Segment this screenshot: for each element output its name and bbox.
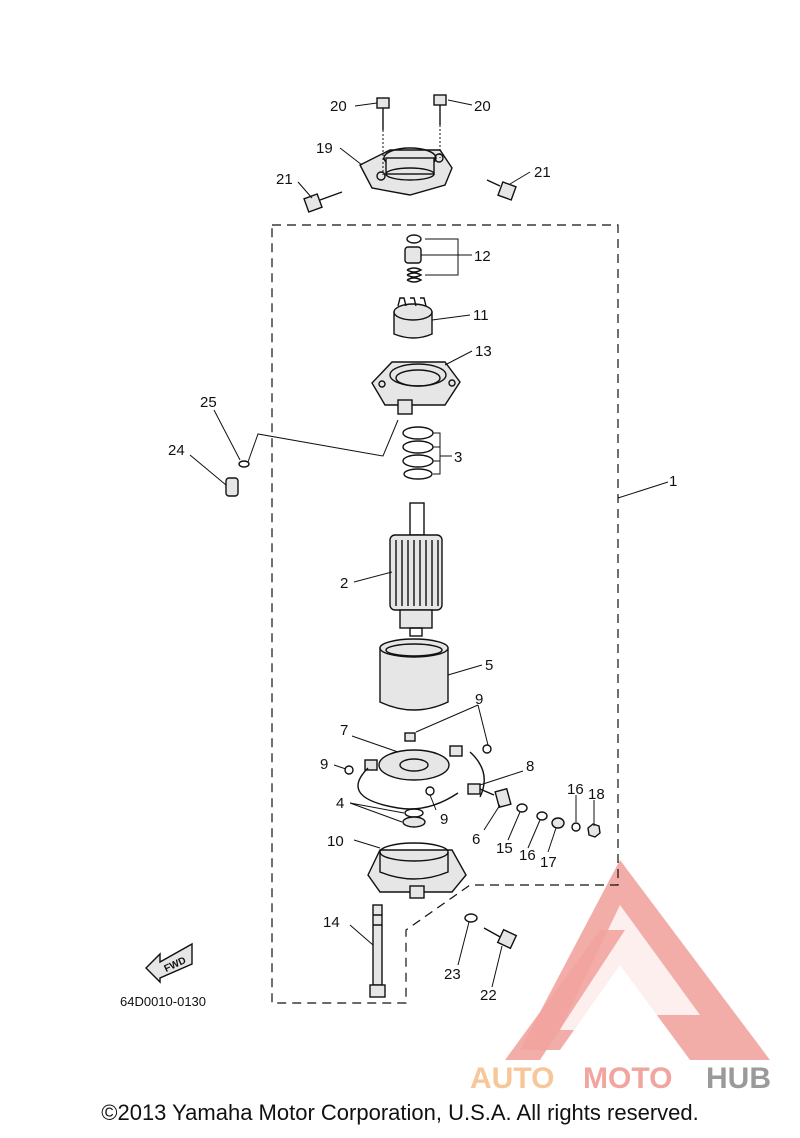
- callout-16: 16: [519, 847, 536, 864]
- bolt-20-right: [433, 94, 447, 125]
- callout-23: 23: [444, 966, 461, 983]
- part-12-stop-ring-set: [404, 234, 423, 283]
- callout-20: 20: [330, 98, 347, 115]
- logo-text-auto: AUTO: [470, 1062, 554, 1095]
- leader-lines: [189, 99, 669, 988]
- part-4-washer-set: [402, 808, 426, 828]
- callout-9: 9: [475, 691, 483, 708]
- callout-15: 15: [496, 840, 513, 857]
- top-bracket: [359, 147, 453, 196]
- callout-2: 2: [340, 575, 348, 592]
- logo-text-moto: MOTO: [583, 1062, 672, 1095]
- callout-24: 24: [168, 442, 185, 459]
- part-25-washer: [238, 460, 250, 468]
- callout-5: 5: [485, 657, 493, 674]
- part-24-screw: [225, 477, 239, 497]
- callout-16: 16: [567, 781, 584, 798]
- bolt-21-right: [486, 179, 517, 201]
- callout-25: 25: [200, 394, 217, 411]
- part-13-front-bracket: [371, 361, 461, 415]
- part-15-washer: [516, 803, 528, 813]
- callout-18: 18: [588, 786, 605, 803]
- callout-9: 9: [440, 811, 448, 828]
- callout-20: 20: [474, 98, 491, 115]
- callout-8: 8: [526, 758, 534, 775]
- part-3-washer-stack: [402, 426, 434, 480]
- logo-text-hub: HUB: [706, 1062, 771, 1095]
- copyright-notice: ©2013 Yamaha Motor Corporation, U.S.A. A…: [101, 1100, 699, 1125]
- part-8-terminal-bolt: [467, 783, 495, 796]
- callout-1: 1: [669, 473, 677, 490]
- part-23-washer: [464, 913, 478, 923]
- callout-12: 12: [474, 248, 491, 265]
- callout-10: 10: [327, 833, 344, 850]
- part-7-brush-holder: [357, 732, 485, 810]
- callout-14: 14: [323, 914, 340, 931]
- callout-4: 4: [336, 795, 344, 812]
- part-10-rear-cover: [367, 842, 467, 899]
- callout-21: 21: [534, 164, 551, 181]
- callout-19: 19: [316, 140, 333, 157]
- logo-stripe: [505, 930, 625, 1060]
- part-16-washer-b: [571, 822, 581, 832]
- part-11-pinion: [393, 297, 433, 339]
- fwd-arrow-icon: FWD: [145, 942, 193, 984]
- part-5-yoke: [379, 638, 449, 711]
- bolt-20-left: [376, 97, 390, 130]
- part-6-terminal: [494, 787, 512, 809]
- callout-22: 22: [480, 987, 497, 1004]
- callout-17: 17: [540, 854, 557, 871]
- callout-13: 13: [475, 343, 492, 360]
- callout-6: 6: [472, 831, 480, 848]
- part-2-armature: [389, 502, 443, 637]
- part-17-washer: [551, 817, 565, 829]
- callout-21: 21: [276, 171, 293, 188]
- part-16-washer: [536, 811, 548, 821]
- callout-7: 7: [340, 722, 348, 739]
- callout-labels: 20 20 19 21 21 12 11 13 25 24 3 1 2 5 9 …: [168, 98, 677, 1004]
- callout-9: 9: [320, 756, 328, 773]
- logo-triangle-inner: [560, 905, 700, 1030]
- part-14-through-bolt: [369, 904, 386, 998]
- assembly-boundary: [271, 224, 619, 1004]
- automotohub-logo: AUTO MOTO HUB: [470, 860, 771, 1095]
- part-18-nut: [587, 823, 601, 838]
- callout-3: 3: [454, 449, 462, 466]
- figure-code: 64D0010-0130: [120, 994, 206, 1009]
- part-22-bolt: [483, 927, 518, 950]
- callout-11: 11: [473, 307, 489, 324]
